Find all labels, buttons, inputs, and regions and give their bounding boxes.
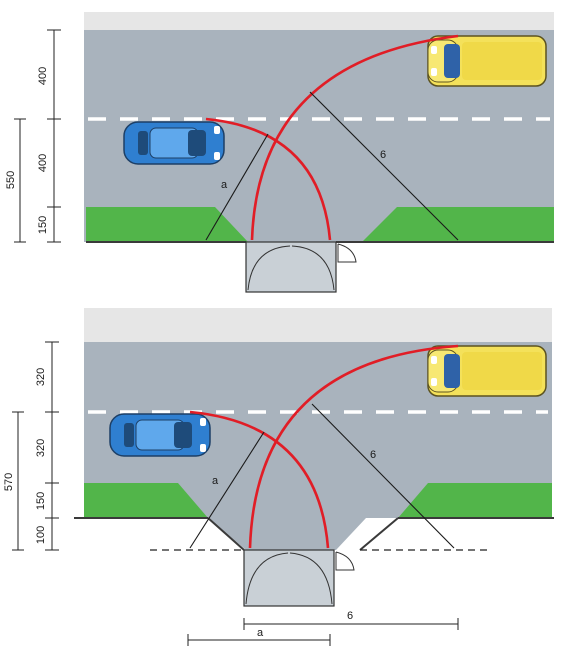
bottom-flare-left: [207, 517, 245, 551]
bottom-radius-6: [311, 403, 455, 549]
bottom-dim-100: 100: [35, 526, 47, 544]
top-van-icon: [427, 35, 547, 87]
top-label-a: a: [221, 179, 228, 191]
bottom-dim-570: 570: [3, 473, 15, 491]
bottom-flare-right: [359, 517, 399, 551]
bottom-dim-a: a: [257, 627, 264, 639]
top-radius-a: [205, 133, 269, 241]
top-gate-doors: [247, 245, 335, 291]
top-radius-6: [309, 91, 459, 241]
top-dim-400-upper: 400: [37, 67, 49, 85]
bottom-radius-a: [189, 431, 265, 549]
bottom-side-door: [335, 551, 355, 571]
bottom-grass-right: [398, 483, 552, 518]
top-dim-150: 150: [37, 216, 49, 234]
top-grass-left: [86, 207, 248, 242]
bottom-grass-left: [84, 483, 208, 518]
top-dim-400-lower: 400: [37, 154, 49, 172]
bottom-turn-arc-small: [189, 410, 330, 549]
top-side-door: [337, 243, 357, 263]
top-turn-arc-large: [250, 34, 459, 241]
bottom-plan: a 6 320 320 150 100 570 6 a: [3, 308, 554, 646]
bottom-gate-doors: [245, 552, 333, 605]
bottom-label-6: 6: [370, 449, 376, 461]
top-gate-opening: [245, 241, 337, 293]
top-turn-arc-small: [205, 117, 332, 241]
top-label-6: 6: [380, 149, 386, 161]
bottom-flared-apron: [208, 518, 366, 550]
bottom-turn-arc-large: [248, 344, 459, 549]
top-car-icon: [123, 121, 225, 165]
bottom-van-icon: [427, 345, 547, 397]
bottom-dim-320-lower: 320: [35, 439, 47, 457]
top-dim-550: 550: [5, 171, 17, 189]
top-sidewalk-strip: [84, 12, 554, 30]
bottom-label-a: a: [212, 475, 219, 487]
bottom-dim-320-upper: 320: [35, 368, 47, 386]
top-plan: a 6 400 400 150 550: [5, 12, 554, 293]
bottom-gate-opening: [243, 549, 335, 607]
bottom-sidewalk-strip: [84, 308, 552, 342]
bottom-dim-150: 150: [35, 492, 47, 510]
bottom-car-icon: [109, 413, 211, 457]
top-grass-right: [362, 207, 554, 242]
bottom-dim-6: 6: [347, 610, 353, 622]
